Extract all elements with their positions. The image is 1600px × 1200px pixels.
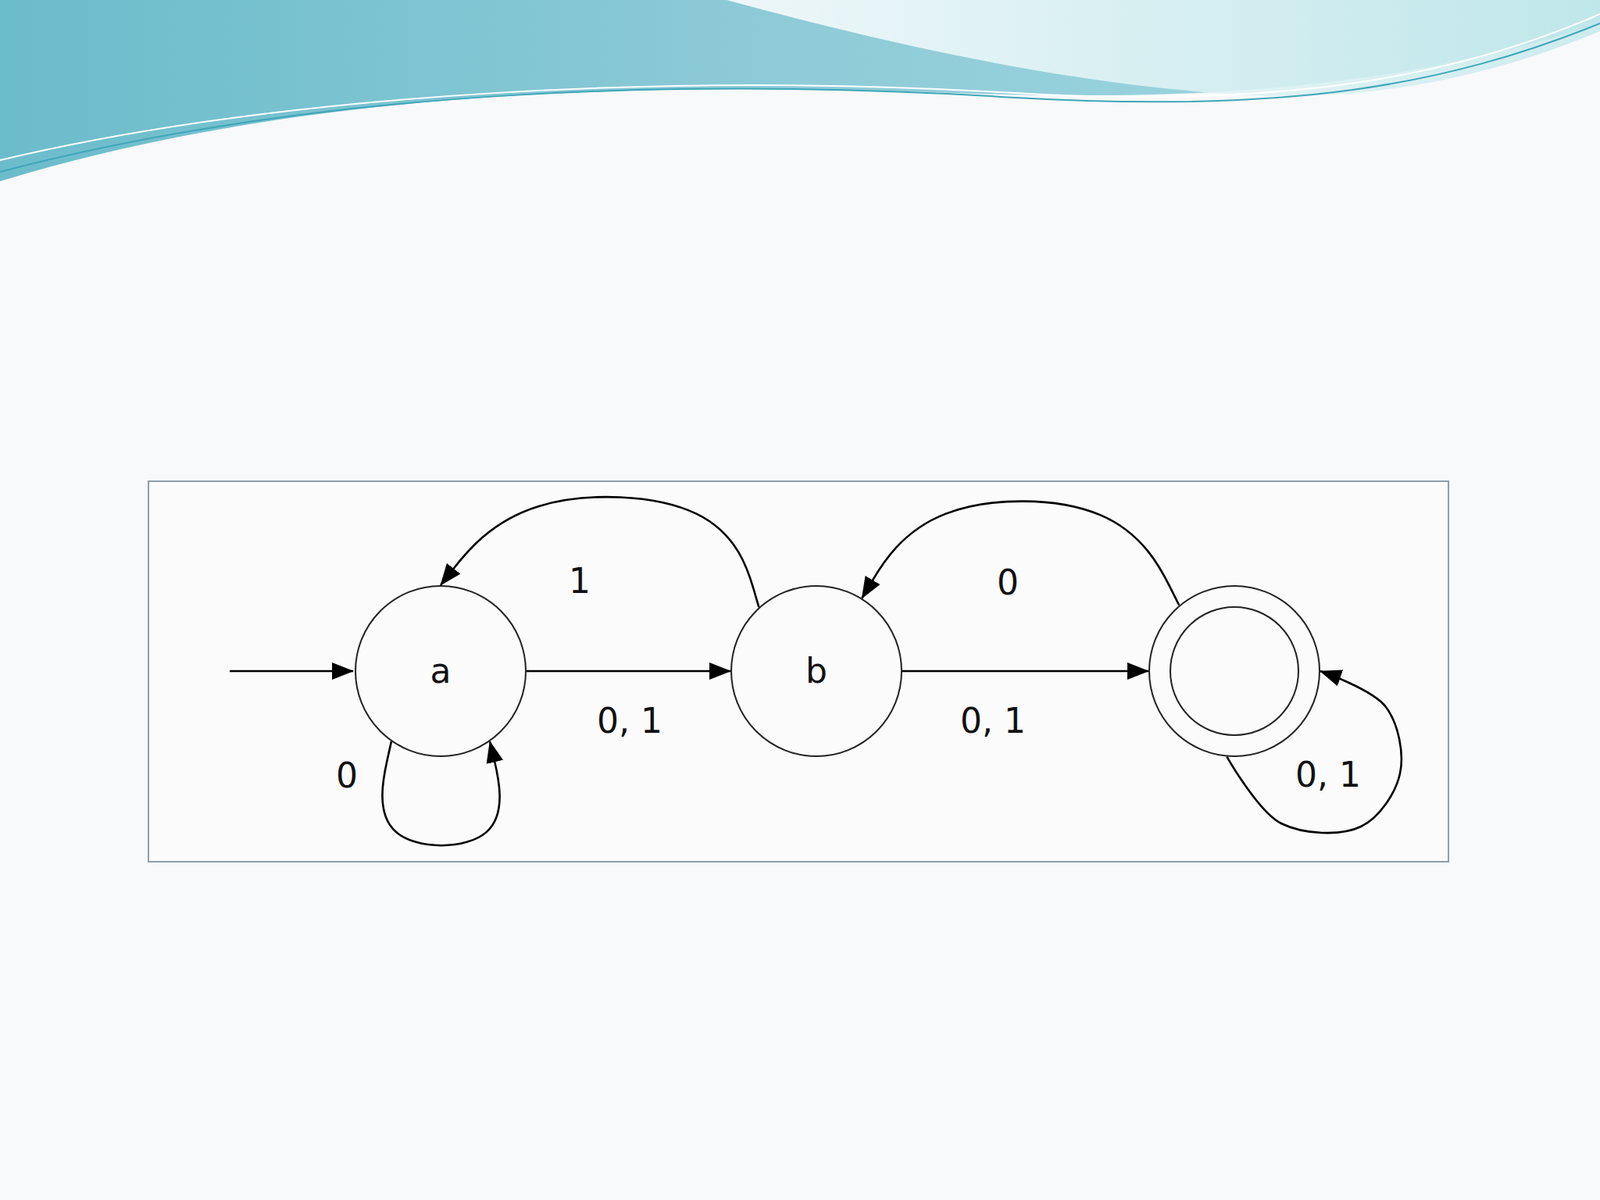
- transition-label: 0, 1: [1292, 755, 1365, 796]
- transition-arrow: [902, 670, 1149, 673]
- accept-state: [1148, 585, 1321, 758]
- transition-arrow: [440, 496, 759, 608]
- state-name: b: [805, 651, 828, 692]
- transition-label: 0, 1: [957, 701, 1029, 742]
- transition-arrow: [382, 741, 500, 846]
- wave-band: [0, 0, 1600, 182]
- transition-arrow: [861, 501, 1179, 606]
- wave-highlight: [726, 0, 1600, 97]
- wave-line: [0, 23, 1600, 172]
- state-circle: b: [730, 585, 903, 758]
- state-name: a: [430, 651, 452, 692]
- transition-label: 0: [993, 563, 1022, 604]
- start-arrow: [229, 670, 354, 673]
- transition-arrow: [1226, 671, 1401, 833]
- transition-arrow: [526, 670, 731, 673]
- header-wave: [0, 0, 1600, 204]
- state-circle: a: [354, 585, 527, 758]
- state-outline: [1148, 585, 1321, 758]
- wave-line: [0, 14, 1600, 161]
- transition-label: 0, 1: [593, 701, 666, 742]
- transition-label: 0: [332, 756, 361, 797]
- transition-label: 1: [565, 561, 594, 602]
